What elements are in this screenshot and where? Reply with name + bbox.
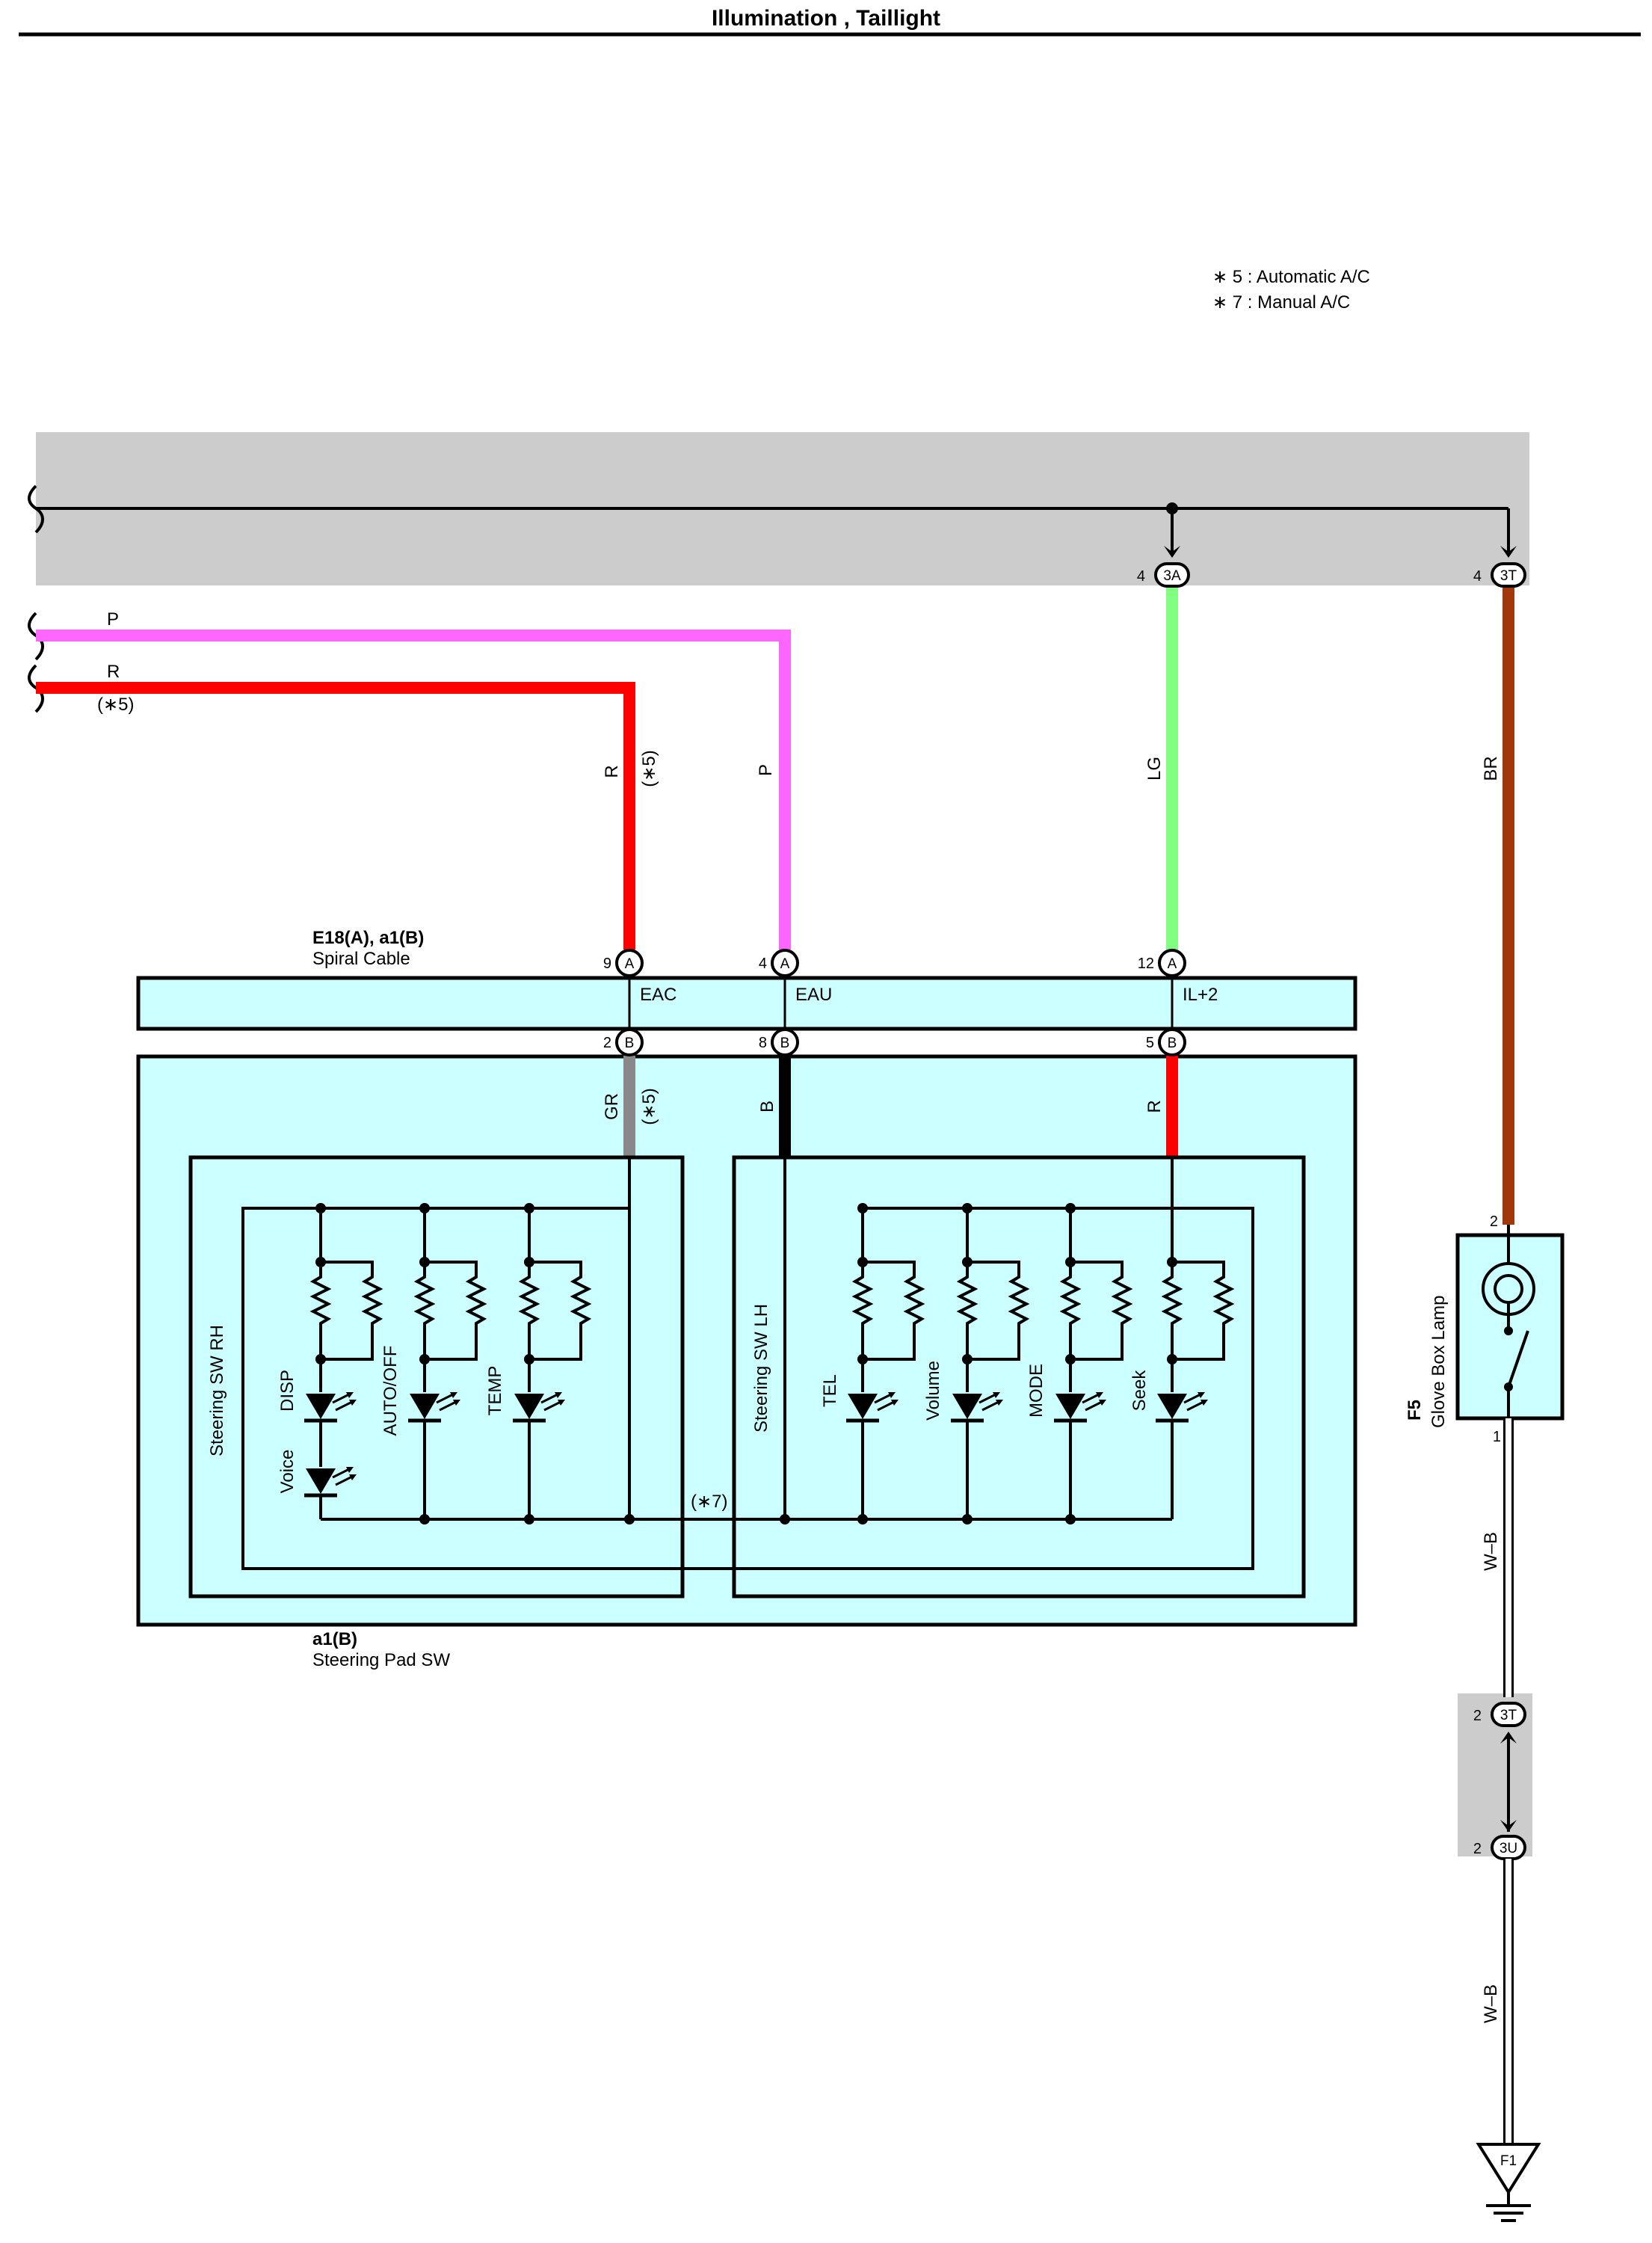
- label-wire-r-lower: R: [1144, 1100, 1165, 1113]
- led-label-seek: Seek: [1129, 1370, 1150, 1412]
- connector-3a: 3A 4: [1137, 562, 1190, 588]
- connector-3u: 3U 2: [1473, 1835, 1526, 1860]
- svg-text:3U: 3U: [1500, 1841, 1517, 1856]
- svg-text:8: 8: [759, 1035, 767, 1051]
- wire-p: [36, 630, 791, 950]
- label-wire-gr-note: (∗5): [639, 1088, 659, 1124]
- svg-text:B: B: [780, 1036, 790, 1051]
- svg-text:2: 2: [603, 1035, 611, 1051]
- steering-pad-code: a1(B): [312, 1629, 357, 1649]
- label-wire-b: B: [757, 1101, 777, 1113]
- glove-box-name: Glove Box Lamp: [1428, 1296, 1449, 1428]
- glove-box-code: F5: [1405, 1400, 1425, 1421]
- resistor-brackets: [321, 1261, 1225, 1361]
- svg-text:4: 4: [759, 956, 767, 972]
- glove-box-pin-top: 2: [1490, 1213, 1498, 1230]
- svg-text:2: 2: [1473, 1841, 1482, 1857]
- connector-3t-bottom: 3T 2: [1473, 1702, 1526, 1727]
- svg-text:5: 5: [1146, 1035, 1154, 1051]
- led-label-tel: TEL: [820, 1374, 840, 1407]
- svg-text:A: A: [780, 956, 790, 972]
- steering-pad-name: Steering Pad SW: [312, 1650, 450, 1670]
- svg-text:F1: F1: [1500, 2153, 1517, 2169]
- svg-text:3T: 3T: [1500, 568, 1517, 584]
- led-label-voice: Voice: [277, 1450, 298, 1494]
- spiral-cable-box: [136, 976, 1357, 1031]
- led-label-auto-off: AUTO/OFF: [380, 1346, 401, 1436]
- label-wire-lg: LG: [1144, 757, 1165, 781]
- svg-text:3T: 3T: [1500, 1708, 1517, 1723]
- pin-il-a: A 12: [1138, 949, 1186, 977]
- led-label-disp: DISP: [277, 1370, 298, 1412]
- led-label-volume: Volume: [923, 1361, 943, 1421]
- svg-text:B: B: [625, 1036, 635, 1051]
- diagram-title: Illumination , Taillight: [712, 6, 940, 31]
- led-label-temp: TEMP: [485, 1366, 505, 1416]
- pin-eau-b: B 8: [759, 1028, 799, 1056]
- pin-eac-a: A 9: [603, 949, 644, 977]
- spiral-cable-code: E18(A), a1(B): [312, 928, 424, 948]
- pin-il-b: B 5: [1146, 1028, 1186, 1056]
- steering-sw-rh-label: Steering SW RH: [207, 1325, 227, 1456]
- led-label-mode: MODE: [1026, 1364, 1047, 1418]
- junction-dots: [315, 1203, 1177, 1524]
- label-wire-r-vertical: R: [602, 765, 622, 778]
- ground-icon: F1: [1476, 2143, 1541, 2222]
- resistors: [312, 1270, 1233, 1331]
- label-wire-r: R: [107, 662, 120, 682]
- svg-text:B: B: [1168, 1036, 1177, 1051]
- svg-text:A: A: [1168, 956, 1177, 972]
- note-5: ∗ 5 : Automatic A/C: [1212, 267, 1370, 287]
- label-wire-r-vertical-note: (∗5): [639, 750, 659, 787]
- note-7: ∗ 7 : Manual A/C: [1212, 292, 1350, 313]
- label-wire-wb-upper: W–B: [1481, 1532, 1501, 1571]
- svg-text:12: 12: [1138, 956, 1154, 972]
- pin-eau-a: A 4: [759, 949, 799, 977]
- terminal-il2: IL+2: [1183, 985, 1218, 1005]
- wire-r: [36, 682, 635, 950]
- spiral-cable-name: Spiral Cable: [312, 949, 410, 969]
- svg-text:2: 2: [1473, 1708, 1482, 1724]
- steering-sw-rh-box: [188, 1155, 685, 1599]
- label-wire-br: BR: [1481, 756, 1501, 781]
- label-star7: (∗7): [691, 1492, 727, 1512]
- label-wire-p-vertical: P: [756, 764, 776, 776]
- label-wire-gr: GR: [602, 1093, 622, 1120]
- label-wire-p: P: [107, 609, 119, 630]
- svg-text:3A: 3A: [1163, 568, 1181, 584]
- svg-text:4: 4: [1473, 568, 1482, 585]
- glove-box-pin-bottom: 1: [1493, 1429, 1501, 1445]
- steering-sw-lh-box: [732, 1155, 1306, 1599]
- lamp-bulb-icon: [1482, 1225, 1535, 1323]
- pin-eac-b: B 2: [603, 1028, 644, 1056]
- label-wire-wb-lower: W–B: [1481, 1984, 1501, 2023]
- terminal-eau: EAU: [795, 985, 832, 1005]
- steering-sw-lh-label: Steering SW LH: [751, 1304, 771, 1433]
- bus-junction-dot: [1166, 502, 1178, 514]
- terminal-eac: EAC: [640, 985, 676, 1005]
- svg-text:A: A: [625, 956, 635, 972]
- svg-text:9: 9: [603, 956, 611, 972]
- label-wire-r-note: (∗5): [97, 695, 134, 715]
- svg-text:4: 4: [1137, 568, 1145, 585]
- connector-3t-top: 3T 4: [1473, 562, 1526, 588]
